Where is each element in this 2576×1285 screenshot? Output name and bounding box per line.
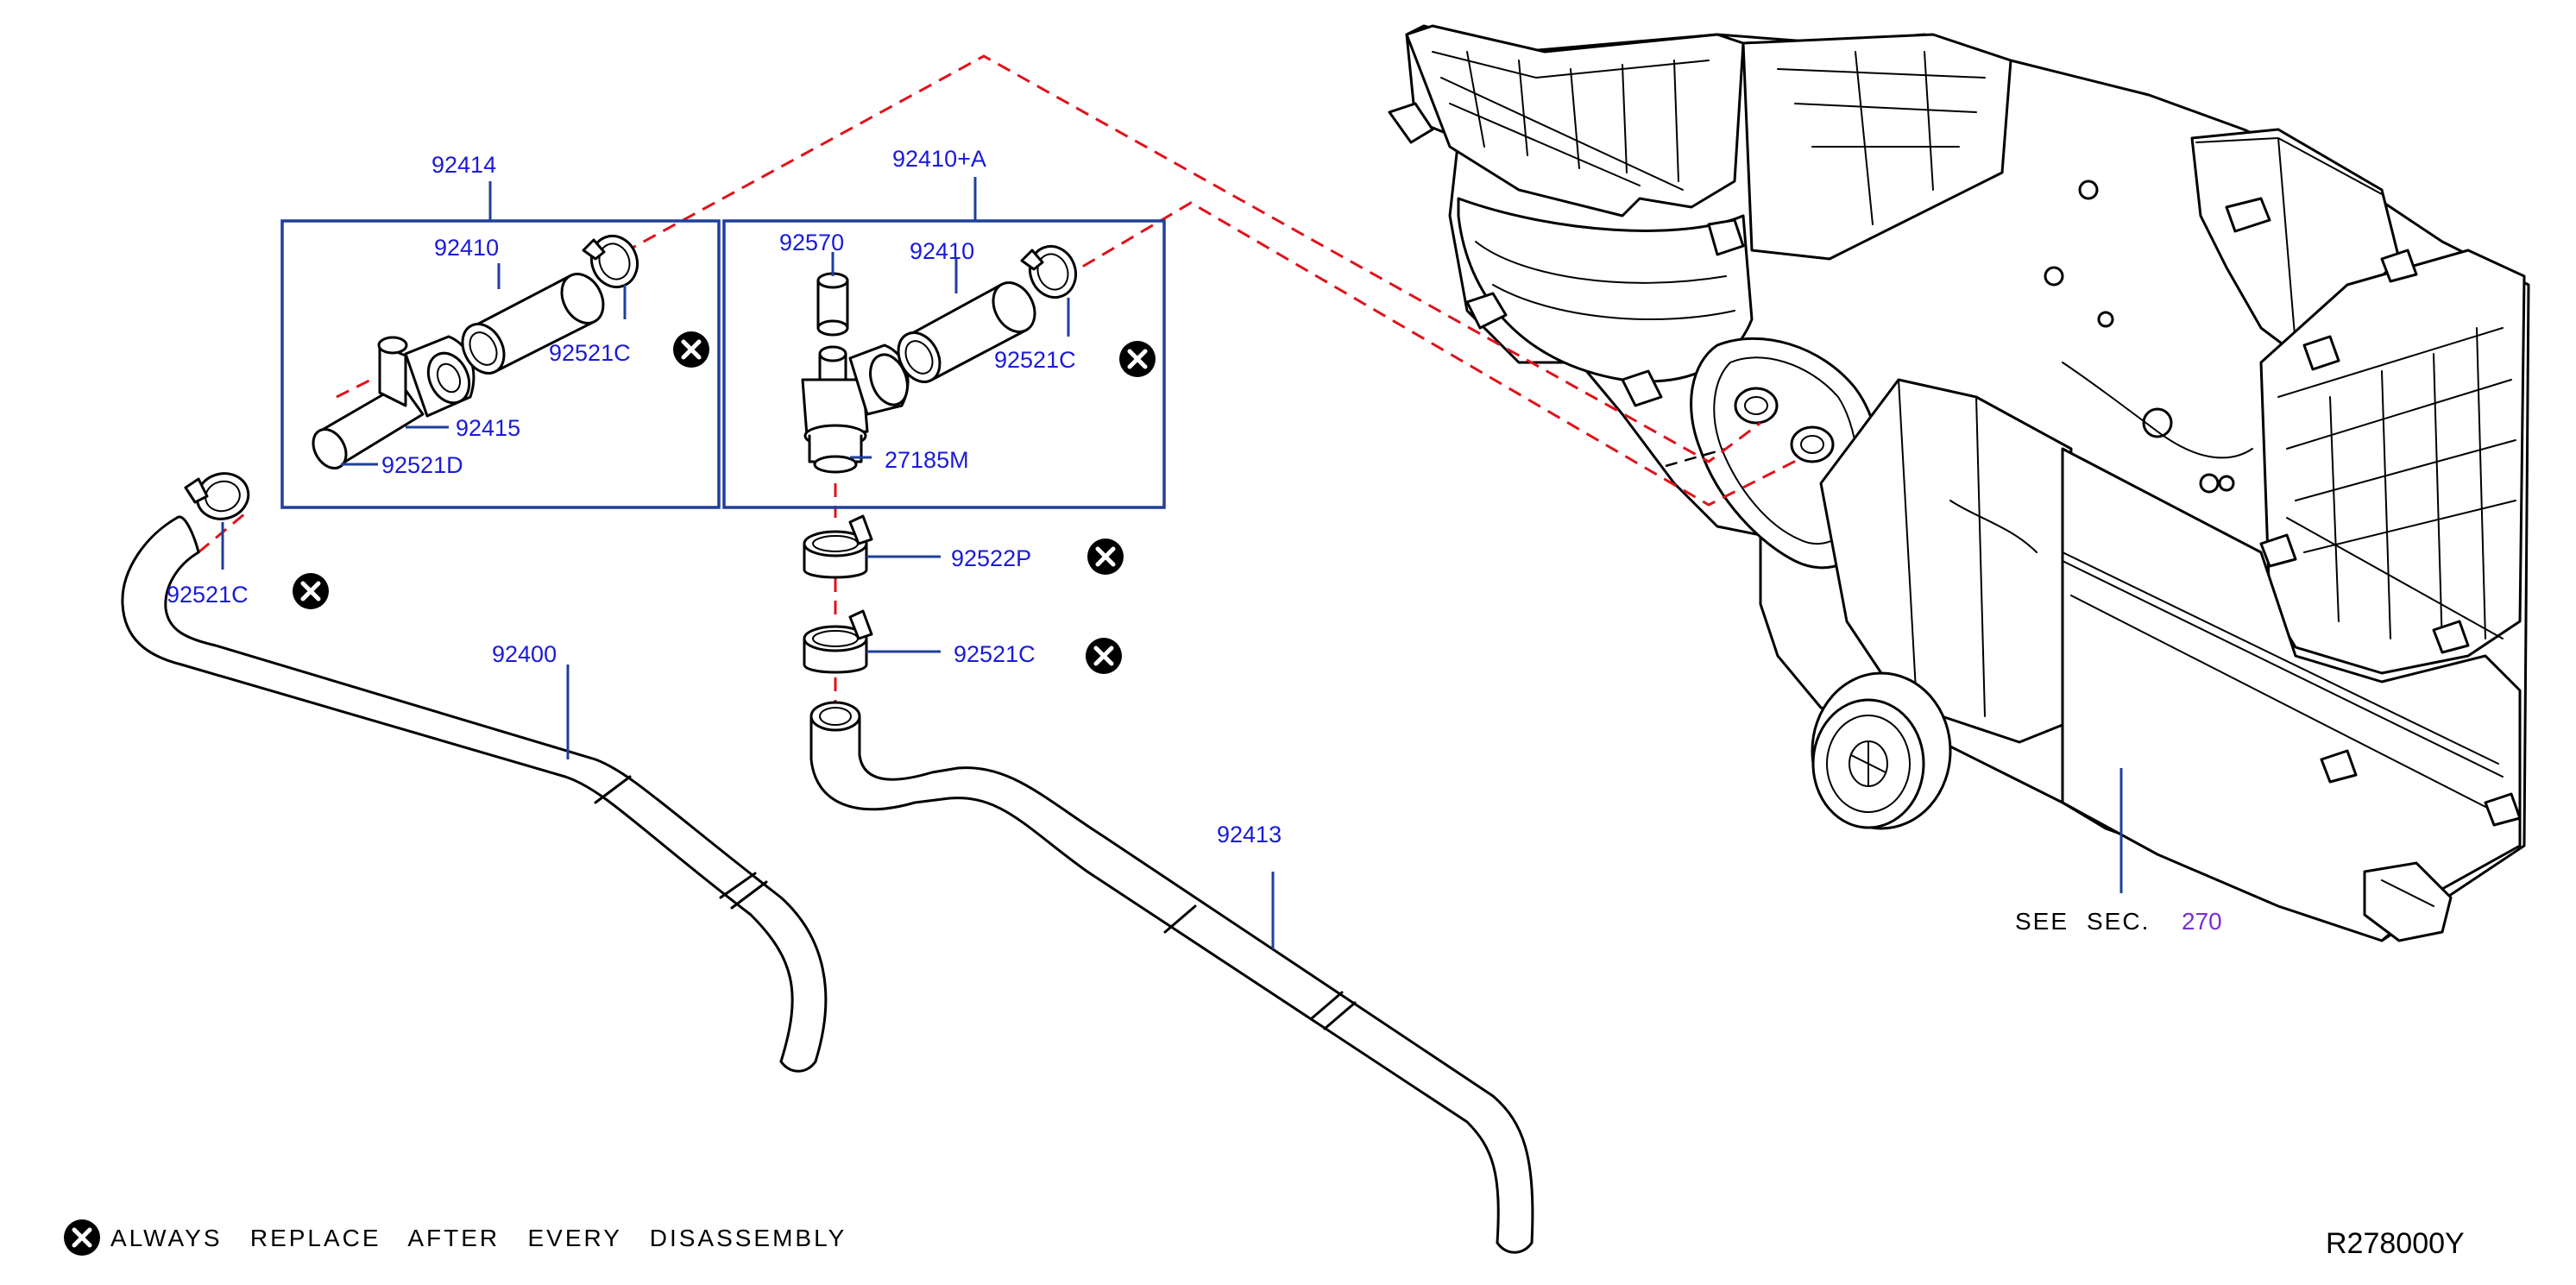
label-92521C-top-right: 92521C <box>994 347 1076 373</box>
clamp-92521C-top-left <box>582 234 639 289</box>
valve-27185M <box>801 343 910 474</box>
replace-x-icon <box>64 1219 100 1256</box>
label-92521C-top-left: 92521C <box>549 340 631 366</box>
label-92521C-left-hose: 92521C <box>167 582 249 608</box>
section-reference: SEE SEC. 270 <box>2015 908 2222 935</box>
heater-unit-illustration <box>1388 24 2530 942</box>
hose-92410-right <box>897 281 1036 383</box>
part-labels: 92410 92521C 92415 92521D 92521C 92400 9… <box>167 230 1282 847</box>
legend-text: ALWAYS REPLACE AFTER EVERY DISASSEMBLY <box>110 1225 847 1251</box>
label-92410-left: 92410 <box>434 235 499 261</box>
label-92400: 92400 <box>492 641 557 667</box>
leaders <box>221 252 2123 949</box>
diagram-code: R278000Y <box>2326 1227 2465 1260</box>
clamp-92521C-lower <box>803 609 873 674</box>
replace-x-icon <box>1119 341 1156 377</box>
replace-x-icon <box>673 331 709 368</box>
replace-x-icon <box>1087 539 1124 575</box>
kit-box-92414: 92414 <box>280 152 721 509</box>
hose-92413 <box>809 701 1534 1254</box>
connector-92415 <box>312 335 476 469</box>
label-92410-right: 92410 <box>910 238 974 264</box>
clamp-92522P <box>803 514 873 579</box>
label-92414: 92414 <box>431 152 496 178</box>
label-92413: 92413 <box>1217 822 1282 847</box>
label-92522P: 92522P <box>951 545 1031 571</box>
label-92410A: 92410+A <box>892 146 986 172</box>
kit-box-92410A: 92410+A <box>722 146 1166 509</box>
sec-number-link[interactable]: 270 <box>2182 908 2222 935</box>
hose-92410-left <box>461 273 605 375</box>
see-text: SEE <box>2015 908 2069 935</box>
label-92521D: 92521D <box>381 452 463 478</box>
hose-92400 <box>121 515 828 1073</box>
label-92521C-lower: 92521C <box>954 641 1036 667</box>
label-27185M: 27185M <box>885 447 969 473</box>
sec-text: SEC. <box>2087 908 2150 935</box>
replace-x-icon <box>293 573 329 609</box>
legend: ALWAYS REPLACE AFTER EVERY DISASSEMBLY <box>64 1219 847 1256</box>
label-92415: 92415 <box>456 415 520 441</box>
label-92570: 92570 <box>779 230 844 255</box>
cap-92570 <box>816 272 849 337</box>
replace-x-icon <box>1086 638 1122 674</box>
clamp-92521C-left-hose <box>184 472 250 520</box>
clamp-92521C-top-right <box>1020 244 1077 299</box>
